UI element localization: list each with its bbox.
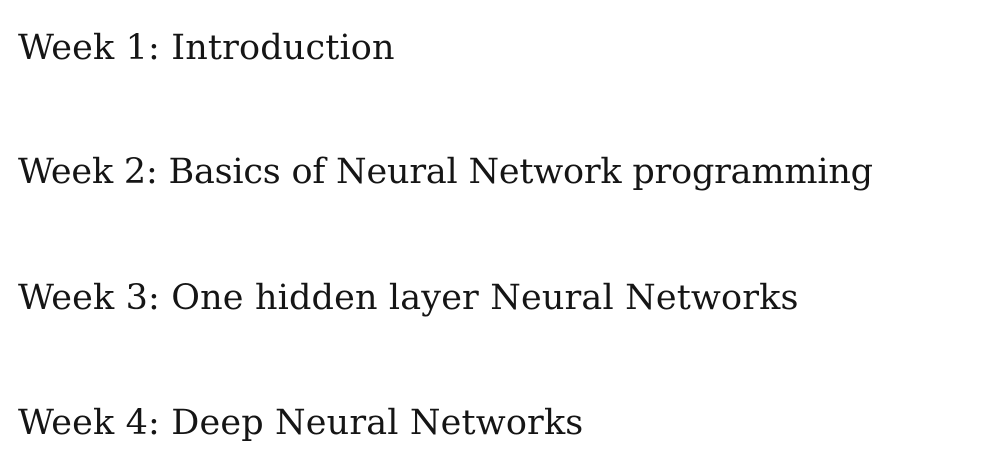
week-1-line: Week 1: Introduction — [18, 28, 395, 68]
week-3-line: Week 3: One hidden layer Neural Networks — [18, 278, 799, 318]
week-4-line: Week 4: Deep Neural Networks — [18, 403, 584, 443]
week-2-line: Week 2: Basics of Neural Network program… — [18, 152, 873, 192]
